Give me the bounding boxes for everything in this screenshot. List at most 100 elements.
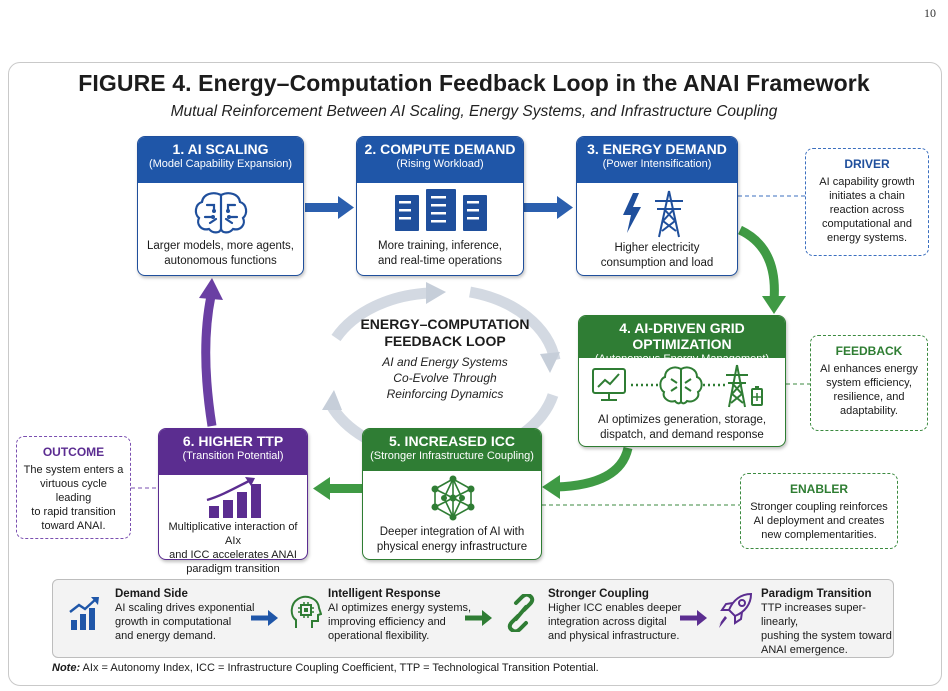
feedback-text: AI enhances energy system efficiency, re… xyxy=(811,362,927,418)
feedback-line: AI enhances energy xyxy=(820,363,918,375)
stage-3-energy-demand: 3. ENERGY DEMAND (Power Intensification)… xyxy=(576,136,738,276)
arrow-3-to-4 xyxy=(737,225,786,314)
outcome-text: The system enters a virtuous cycle leadi… xyxy=(17,463,130,533)
stage-5-description: Deeper integration of AI with physical e… xyxy=(367,525,537,555)
feedback-line: resilience, and xyxy=(833,391,905,403)
legend-title: Intelligent Response xyxy=(328,588,441,600)
enabler-line: Stronger coupling reinforces xyxy=(750,501,888,513)
stage-6-desc-line: and ICC accelerates ANAI xyxy=(169,549,297,561)
enabler-note: ENABLER Stronger coupling reinforces AI … xyxy=(740,473,898,549)
feedback-note: FEEDBACK AI enhances energy system effic… xyxy=(810,335,928,431)
brain-circuit-icon xyxy=(194,192,248,234)
figure-title: FIGURE 4. Energy–Computation Feedback Lo… xyxy=(78,70,870,96)
stage-2-subtitle: (Rising Workload) xyxy=(396,158,484,170)
driver-line: computational and xyxy=(822,218,912,230)
legend-stronger-coupling: Stronger Coupling Higher ICC enables dee… xyxy=(548,588,681,643)
growth-chart-icon xyxy=(69,597,99,630)
legend-line: AI scaling drives exponential xyxy=(115,602,255,614)
legend-line: Higher ICC enables deeper xyxy=(548,602,682,614)
arrow-5-to-6 xyxy=(313,477,362,500)
legend-demand-side: Demand Side AI scaling drives exponentia… xyxy=(115,588,254,643)
rocket-icon xyxy=(718,592,753,628)
network-nodes-icon xyxy=(431,475,475,521)
stage-6-subtitle: (Transition Potential) xyxy=(182,450,284,462)
stage-4-desc-line: AI optimizes generation, storage, xyxy=(597,414,767,426)
legend-line: and physical infrastructure. xyxy=(548,630,680,642)
chain-link-icon xyxy=(507,594,535,632)
driver-line: initiates a chain xyxy=(829,190,905,202)
legend-title: Demand Side xyxy=(115,588,188,600)
stage-6-higher-ttp: 6. HIGHER TTP (Transition Potential) Mul… xyxy=(158,428,308,575)
stage-1-header: 1. AI SCALING (Model Capability Expansio… xyxy=(138,137,303,183)
legend-text: AI optimizes energy systems, improving e… xyxy=(328,601,471,643)
stage-4-subtitle: (Autonomous Energy Management) xyxy=(594,353,770,365)
feedback-title: FEEDBACK xyxy=(835,344,903,358)
driver-line: energy systems. xyxy=(826,232,908,244)
stage-6-desc-line: Multiplicative interaction of AIx xyxy=(168,521,298,547)
driver-text: AI capability growth initiates a chain r… xyxy=(806,175,928,245)
head-chip-icon xyxy=(290,595,322,628)
legend-line: ANAI emergence. xyxy=(761,644,848,656)
center-title-line: ENERGY–COMPUTATION xyxy=(360,316,530,332)
stage-5-desc-line: Deeper integration of AI with xyxy=(379,526,525,538)
stage-5-title: 5. INCREASED ICC xyxy=(388,433,516,449)
stage-2-description: More training, inference, and real-time … xyxy=(361,239,519,269)
figure-note: Note: AIx = Autonomy Index, ICC = Infras… xyxy=(52,662,599,674)
stage-6-header: 6. HIGHER TTP (Transition Potential) xyxy=(159,429,307,475)
stage-4-description: AI optimizes generation, storage, dispat… xyxy=(583,413,781,443)
stage-2-header: 2. COMPUTE DEMAND (Rising Workload) xyxy=(357,137,523,183)
legend-text: AI scaling drives exponential growth in … xyxy=(115,601,254,643)
growth-bars-icon xyxy=(206,477,261,518)
stage-6-title: 6. HIGHER TTP xyxy=(182,433,284,449)
stage-1-ai-scaling: 1. AI SCALING (Model Capability Expansio… xyxy=(137,136,304,276)
server-racks-icon xyxy=(395,189,487,231)
stage-2-desc-line: and real-time operations xyxy=(377,255,502,267)
center-feedback-loop-label: ENERGY–COMPUTATION FEEDBACK LOOP AI and … xyxy=(340,316,550,402)
center-caption-line: Co-Evolve Through xyxy=(393,371,497,385)
stage-5-desc-line: physical energy infrastructure xyxy=(376,541,528,553)
arrow-1-to-2 xyxy=(305,196,354,219)
stage-2-title: 2. COMPUTE DEMAND xyxy=(364,141,516,157)
legend-title: Stronger Coupling xyxy=(548,588,649,600)
stage-4-grid-optimization: 4. AI-DRIVEN GRID OPTIMIZATION (Autonomo… xyxy=(578,315,786,447)
stage-3-desc-line: consumption and load xyxy=(600,257,714,269)
legend-line: and energy demand. xyxy=(115,630,216,642)
stage-3-title: 3. ENERGY DEMAND xyxy=(587,141,727,157)
stage-3-subtitle: (Power Intensification) xyxy=(602,158,712,170)
stage-5-header: 5. INCREASED ICC (Stronger Infrastructur… xyxy=(363,429,541,471)
arrow-right-icon xyxy=(680,610,707,626)
stage-4-title: 4. AI-DRIVEN GRID OPTIMIZATION xyxy=(619,320,745,352)
legend-line: integration across digital xyxy=(548,616,667,628)
legend-panel: Demand Side AI scaling drives exponentia… xyxy=(52,579,894,658)
enabler-line: new complementarities. xyxy=(761,529,877,541)
feedback-line: adaptability. xyxy=(840,405,898,417)
grid-optimization-icon xyxy=(592,364,763,408)
stage-1-title: 1. AI SCALING xyxy=(172,141,269,157)
stage-6-description: Multiplicative interaction of AIx and IC… xyxy=(163,520,303,576)
stage-1-desc-line: Larger models, more agents, xyxy=(146,240,295,252)
outcome-title: OUTCOME xyxy=(42,445,105,459)
arrow-6-to-1 xyxy=(199,278,223,427)
center-caption: AI and Energy Systems Co-Evolve Through … xyxy=(340,354,550,402)
center-caption-line: Reinforcing Dynamics xyxy=(386,387,504,401)
outcome-note: OUTCOME The system enters a virtuous cyc… xyxy=(16,436,131,539)
lightning-pylon-icon xyxy=(623,190,683,238)
stage-6-desc-line: paradigm transition xyxy=(186,563,280,575)
outcome-line: virtuous cycle leading xyxy=(40,478,107,504)
legend-text: Higher ICC enables deeper integration ac… xyxy=(548,601,681,643)
arrow-4-to-5 xyxy=(542,446,633,499)
legend-line: pushing the system toward xyxy=(761,630,892,642)
legend-line: growth in computational xyxy=(115,616,232,628)
note-text: AIx = Autonomy Index, ICC = Infrastructu… xyxy=(80,662,599,674)
stage-1-desc-line: autonomous functions xyxy=(164,255,277,267)
feedback-line: system efficiency, xyxy=(826,377,912,389)
legend-line: improving efficiency and xyxy=(328,616,446,628)
legend-title: Paradigm Transition xyxy=(761,588,872,600)
stage-3-desc-line: Higher electricity xyxy=(614,242,700,254)
arrow-right-icon xyxy=(465,610,492,626)
stage-3-description: Higher electricity consumption and load xyxy=(581,241,733,271)
stage-4-desc-line: dispatch, and demand response xyxy=(600,429,764,441)
center-caption-line: AI and Energy Systems xyxy=(382,355,508,369)
driver-line: reaction across xyxy=(829,204,905,216)
legend-paradigm-transition: Paradigm Transition TTP increases super-… xyxy=(761,588,893,657)
